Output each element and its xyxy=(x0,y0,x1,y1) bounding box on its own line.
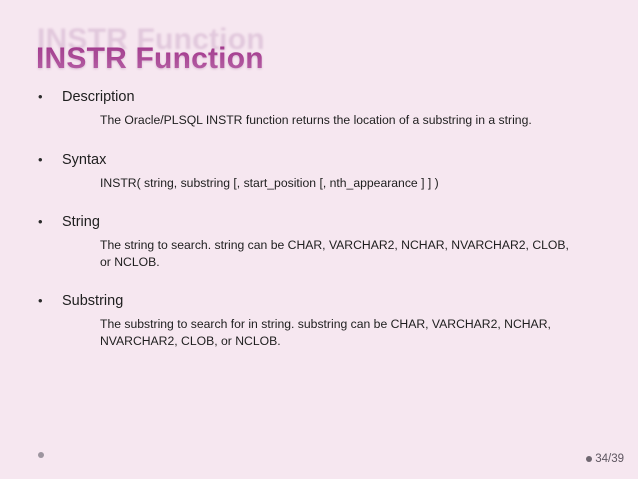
content-block-substring: • Substring The substring to search for … xyxy=(0,290,638,349)
bullet-icon: • xyxy=(38,89,43,104)
bullet-row: • String xyxy=(0,211,638,233)
page-number-label: 34/39 xyxy=(595,453,624,465)
block-text-description: The Oracle/PLSQL INSTR function returns … xyxy=(100,113,532,127)
bullet-row: • Syntax xyxy=(0,149,638,171)
bullet-label-description: Description xyxy=(62,89,135,105)
bullet-label-substring: Substring xyxy=(62,293,124,309)
footer-left-dot-icon xyxy=(38,452,44,458)
page-indicator-dot-icon xyxy=(586,456,593,462)
bullet-row: • Description xyxy=(0,86,638,108)
page-indicator: 34/39 xyxy=(586,453,624,465)
bullet-icon: • xyxy=(38,293,43,308)
block-text-substring: The substring to search for in string. s… xyxy=(100,317,551,348)
page-title: INSTR Function xyxy=(36,40,264,78)
page-title-shadow: INSTR Function xyxy=(37,21,265,59)
content-block-string: • String The string to search. string ca… xyxy=(0,211,638,270)
slide-footer: 34/39 xyxy=(0,437,638,479)
slide-body: • Description The Oracle/PLSQL INSTR fun… xyxy=(0,86,638,355)
bullet-row: • Substring xyxy=(0,290,638,312)
bullet-icon: • xyxy=(38,151,43,167)
block-text-syntax: INSTR( string, substring [, start_positi… xyxy=(100,175,439,190)
spacer xyxy=(0,197,638,211)
content-block-syntax: • Syntax INSTR( string, substring [, sta… xyxy=(0,149,638,192)
spacer xyxy=(0,135,638,149)
spacer xyxy=(0,276,638,290)
content-block-description: • Description The Oracle/PLSQL INSTR fun… xyxy=(0,86,638,129)
bullet-label-string: String xyxy=(62,214,100,230)
bullet-label-syntax: Syntax xyxy=(62,151,107,168)
block-text-string: The string to search. string can be CHAR… xyxy=(100,238,569,269)
bullet-icon: • xyxy=(38,214,43,229)
